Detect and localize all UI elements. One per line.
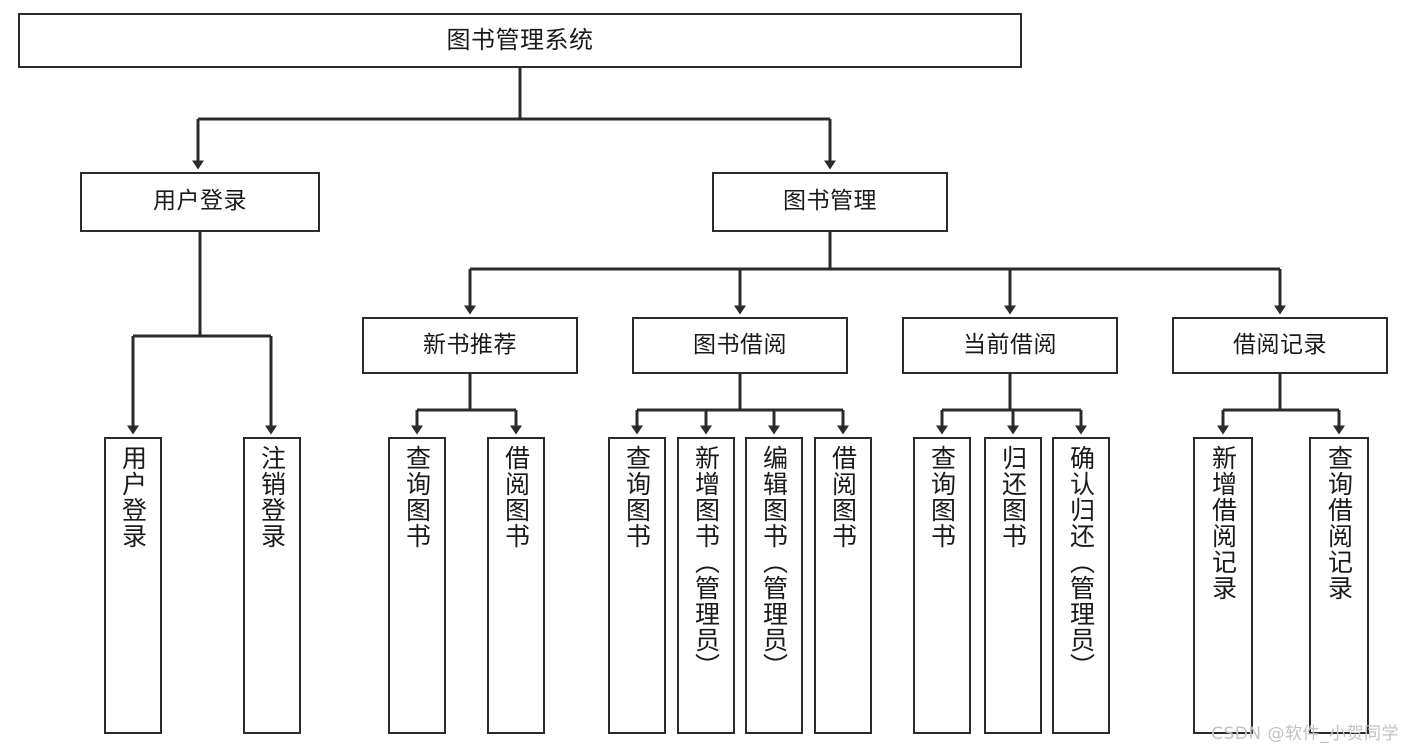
node-book-management-label: 图书管理 xyxy=(783,188,877,215)
node-leaf-query-book-borrow-label: 查询图书 xyxy=(622,445,652,549)
node-leaf-user-login[interactable]: 用户登录 xyxy=(104,437,162,734)
node-new-book-recommend-label: 新书推荐 xyxy=(423,331,517,358)
node-leaf-return-book[interactable]: 归还图书 xyxy=(984,437,1042,734)
node-leaf-return-book-label: 归还图书 xyxy=(998,445,1028,549)
node-leaf-add-borrow-record-label: 新增借阅记录 xyxy=(1208,445,1238,601)
node-leaf-lend-book[interactable]: 借阅图书 xyxy=(814,437,872,734)
node-root-label: 图书管理系统 xyxy=(446,26,594,55)
node-leaf-edit-book-admin-label: 编辑图书（管理员） xyxy=(759,445,789,679)
node-leaf-query-book-newbooks-label: 查询图书 xyxy=(402,445,432,549)
node-leaf-query-book-newbooks[interactable]: 查询图书 xyxy=(388,437,446,734)
node-leaf-query-borrow-record-label: 查询借阅记录 xyxy=(1324,445,1354,601)
node-borrow-records-label: 借阅记录 xyxy=(1233,331,1327,358)
node-leaf-confirm-return-admin[interactable]: 确认归还（管理员） xyxy=(1052,437,1110,734)
node-leaf-logout-label: 注销登录 xyxy=(257,445,287,549)
node-leaf-borrow-book-newbooks[interactable]: 借阅图书 xyxy=(487,437,545,734)
node-leaf-add-book-admin-label: 新增图书（管理员） xyxy=(691,445,721,679)
node-leaf-query-book-current-label: 查询图书 xyxy=(927,445,957,549)
node-book-management[interactable]: 图书管理 xyxy=(712,172,948,232)
node-borrow-records[interactable]: 借阅记录 xyxy=(1172,317,1388,374)
node-leaf-query-borrow-record[interactable]: 查询借阅记录 xyxy=(1309,437,1369,734)
node-new-book-recommend[interactable]: 新书推荐 xyxy=(362,317,578,374)
node-leaf-add-book-admin[interactable]: 新增图书（管理员） xyxy=(677,437,735,734)
node-leaf-logout[interactable]: 注销登录 xyxy=(243,437,301,734)
node-current-borrow-label: 当前借阅 xyxy=(963,331,1057,358)
node-user-login-label: 用户登录 xyxy=(153,188,247,215)
node-leaf-borrow-book-newbooks-label: 借阅图书 xyxy=(501,445,531,549)
node-book-borrow[interactable]: 图书借阅 xyxy=(632,317,848,374)
node-leaf-add-borrow-record[interactable]: 新增借阅记录 xyxy=(1193,437,1253,734)
node-leaf-user-login-label: 用户登录 xyxy=(118,445,148,549)
node-user-login[interactable]: 用户登录 xyxy=(80,172,320,232)
node-current-borrow[interactable]: 当前借阅 xyxy=(902,317,1118,374)
node-book-borrow-label: 图书借阅 xyxy=(693,331,787,358)
node-leaf-lend-book-label: 借阅图书 xyxy=(828,445,858,549)
node-leaf-query-book-current[interactable]: 查询图书 xyxy=(913,437,971,734)
node-leaf-confirm-return-admin-label: 确认归还（管理员） xyxy=(1066,445,1096,679)
node-root[interactable]: 图书管理系统 xyxy=(18,13,1022,68)
watermark-text: CSDN @软件_小贺同学 xyxy=(1211,724,1399,744)
node-leaf-query-book-borrow[interactable]: 查询图书 xyxy=(608,437,666,734)
node-leaf-edit-book-admin[interactable]: 编辑图书（管理员） xyxy=(745,437,803,734)
